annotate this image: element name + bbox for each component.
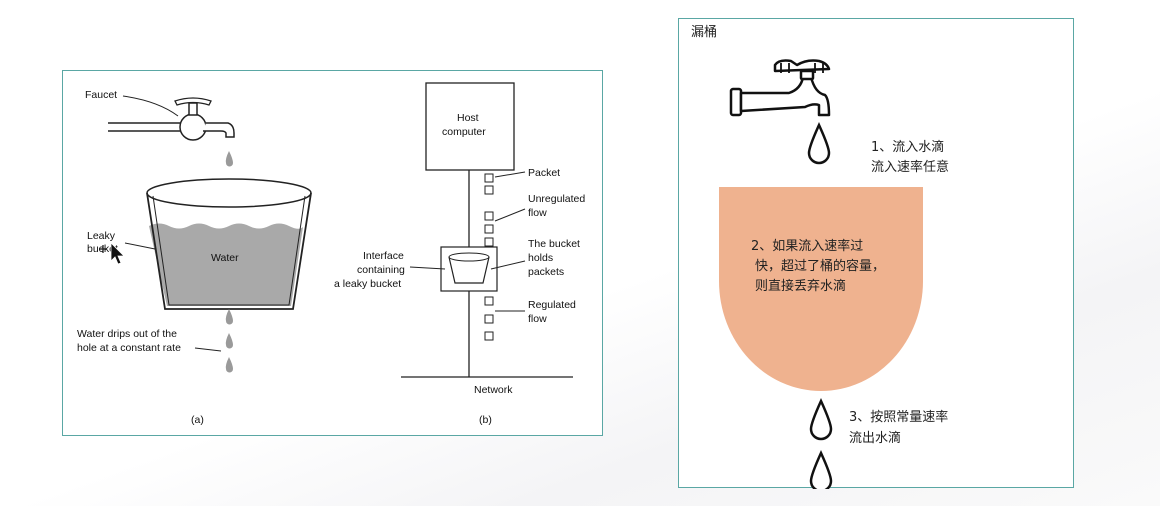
- faucet-label: Faucet: [85, 89, 117, 101]
- regulated-label-line2: flow: [528, 313, 547, 325]
- mouse-cursor-icon: [99, 242, 125, 265]
- unregulated-label-line2: flow: [528, 207, 547, 219]
- host-label-line1: Host: [457, 112, 479, 124]
- host-label-line2: computer: [442, 126, 486, 138]
- figure-canvas: Faucet Water Leaky bucket Water drips ou…: [77, 82, 585, 426]
- packet-squares: [484, 173, 494, 341]
- leaky-bucket-label-line1: Leaky: [87, 230, 116, 242]
- water-drop-icon: [807, 121, 831, 165]
- bucket-label-line3: packets: [528, 266, 564, 278]
- drip-label-line1: Water drips out of the: [77, 328, 177, 340]
- step2-line2: 快，超过了桶的容量，: [755, 258, 885, 274]
- faucet-icon: [108, 97, 235, 141]
- regulated-label-line1: Regulated: [528, 299, 576, 311]
- interface-label-line3: a leaky bucket: [334, 278, 401, 290]
- interface-pointer: [409, 266, 446, 270]
- water-label: Water: [211, 252, 239, 264]
- step3-line2: 流出水滴: [849, 430, 901, 446]
- bucket-pointer: [490, 260, 526, 270]
- caption-a: (a): [191, 414, 204, 426]
- leaky-bucket-explain-panel: 漏桶 1、流入水滴 流入速率任意 2、如果流入速率过 快，超过了桶的容量， 则直…: [678, 18, 1074, 493]
- packet-label: Packet: [528, 167, 560, 179]
- water-drop-icon: [809, 449, 833, 493]
- caption-b: (b): [479, 414, 492, 426]
- packet-square: [484, 173, 494, 183]
- bucket-shape: [719, 187, 923, 391]
- small-bucket-icon: [448, 256, 490, 284]
- packet-square: [484, 331, 494, 341]
- step1-line2: 流入速率任意: [871, 159, 949, 175]
- leaky-bucket-figure-panel: Faucet Water Leaky bucket Water drips ou…: [62, 70, 603, 436]
- drip-label-line2: hole at a constant rate: [77, 342, 181, 354]
- packet-square: [484, 211, 494, 221]
- step1-line1: 1、流入水滴: [871, 139, 944, 155]
- drip-pointer: [194, 347, 222, 352]
- step3-line1: 3、按照常量速率: [849, 409, 948, 425]
- packet-pointer: [494, 171, 526, 178]
- packet-square: [484, 224, 494, 234]
- packet-square: [484, 237, 494, 247]
- unregulated-label-line1: Unregulated: [528, 193, 585, 205]
- water-drop-icon: [809, 397, 833, 441]
- water-drop-icon: [225, 309, 233, 325]
- step2-line3: 则直接丢弃水滴: [755, 278, 846, 294]
- faucet-pointer: [122, 95, 179, 117]
- network-label: Network: [474, 384, 513, 396]
- host-computer-box: [425, 82, 515, 171]
- packet-square: [484, 296, 494, 306]
- water-drop-icon: [225, 357, 233, 373]
- small-bucket-rim: [448, 252, 490, 262]
- step2-line1: 2、如果流入速率过: [751, 238, 863, 254]
- leaky-bucket-pointer: [124, 242, 156, 250]
- water-drop-icon: [225, 333, 233, 349]
- interface-label-line1: Interface: [363, 250, 404, 262]
- bucket-label-line2: holds: [528, 252, 553, 264]
- unregulated-pointer: [494, 208, 526, 222]
- interface-label-line2: containing: [357, 264, 405, 276]
- explain-canvas: 漏桶 1、流入水滴 流入速率任意 2、如果流入速率过 快，超过了桶的容量， 则直…: [691, 24, 949, 493]
- water-drop-icon: [225, 151, 233, 167]
- packet-square: [484, 185, 494, 195]
- faucet-icon: [729, 59, 831, 117]
- panel-title: 漏桶: [691, 24, 717, 40]
- leaky-bucket-icon: [146, 178, 312, 310]
- bucket-label-line1: The bucket: [528, 238, 580, 250]
- packet-square: [484, 314, 494, 324]
